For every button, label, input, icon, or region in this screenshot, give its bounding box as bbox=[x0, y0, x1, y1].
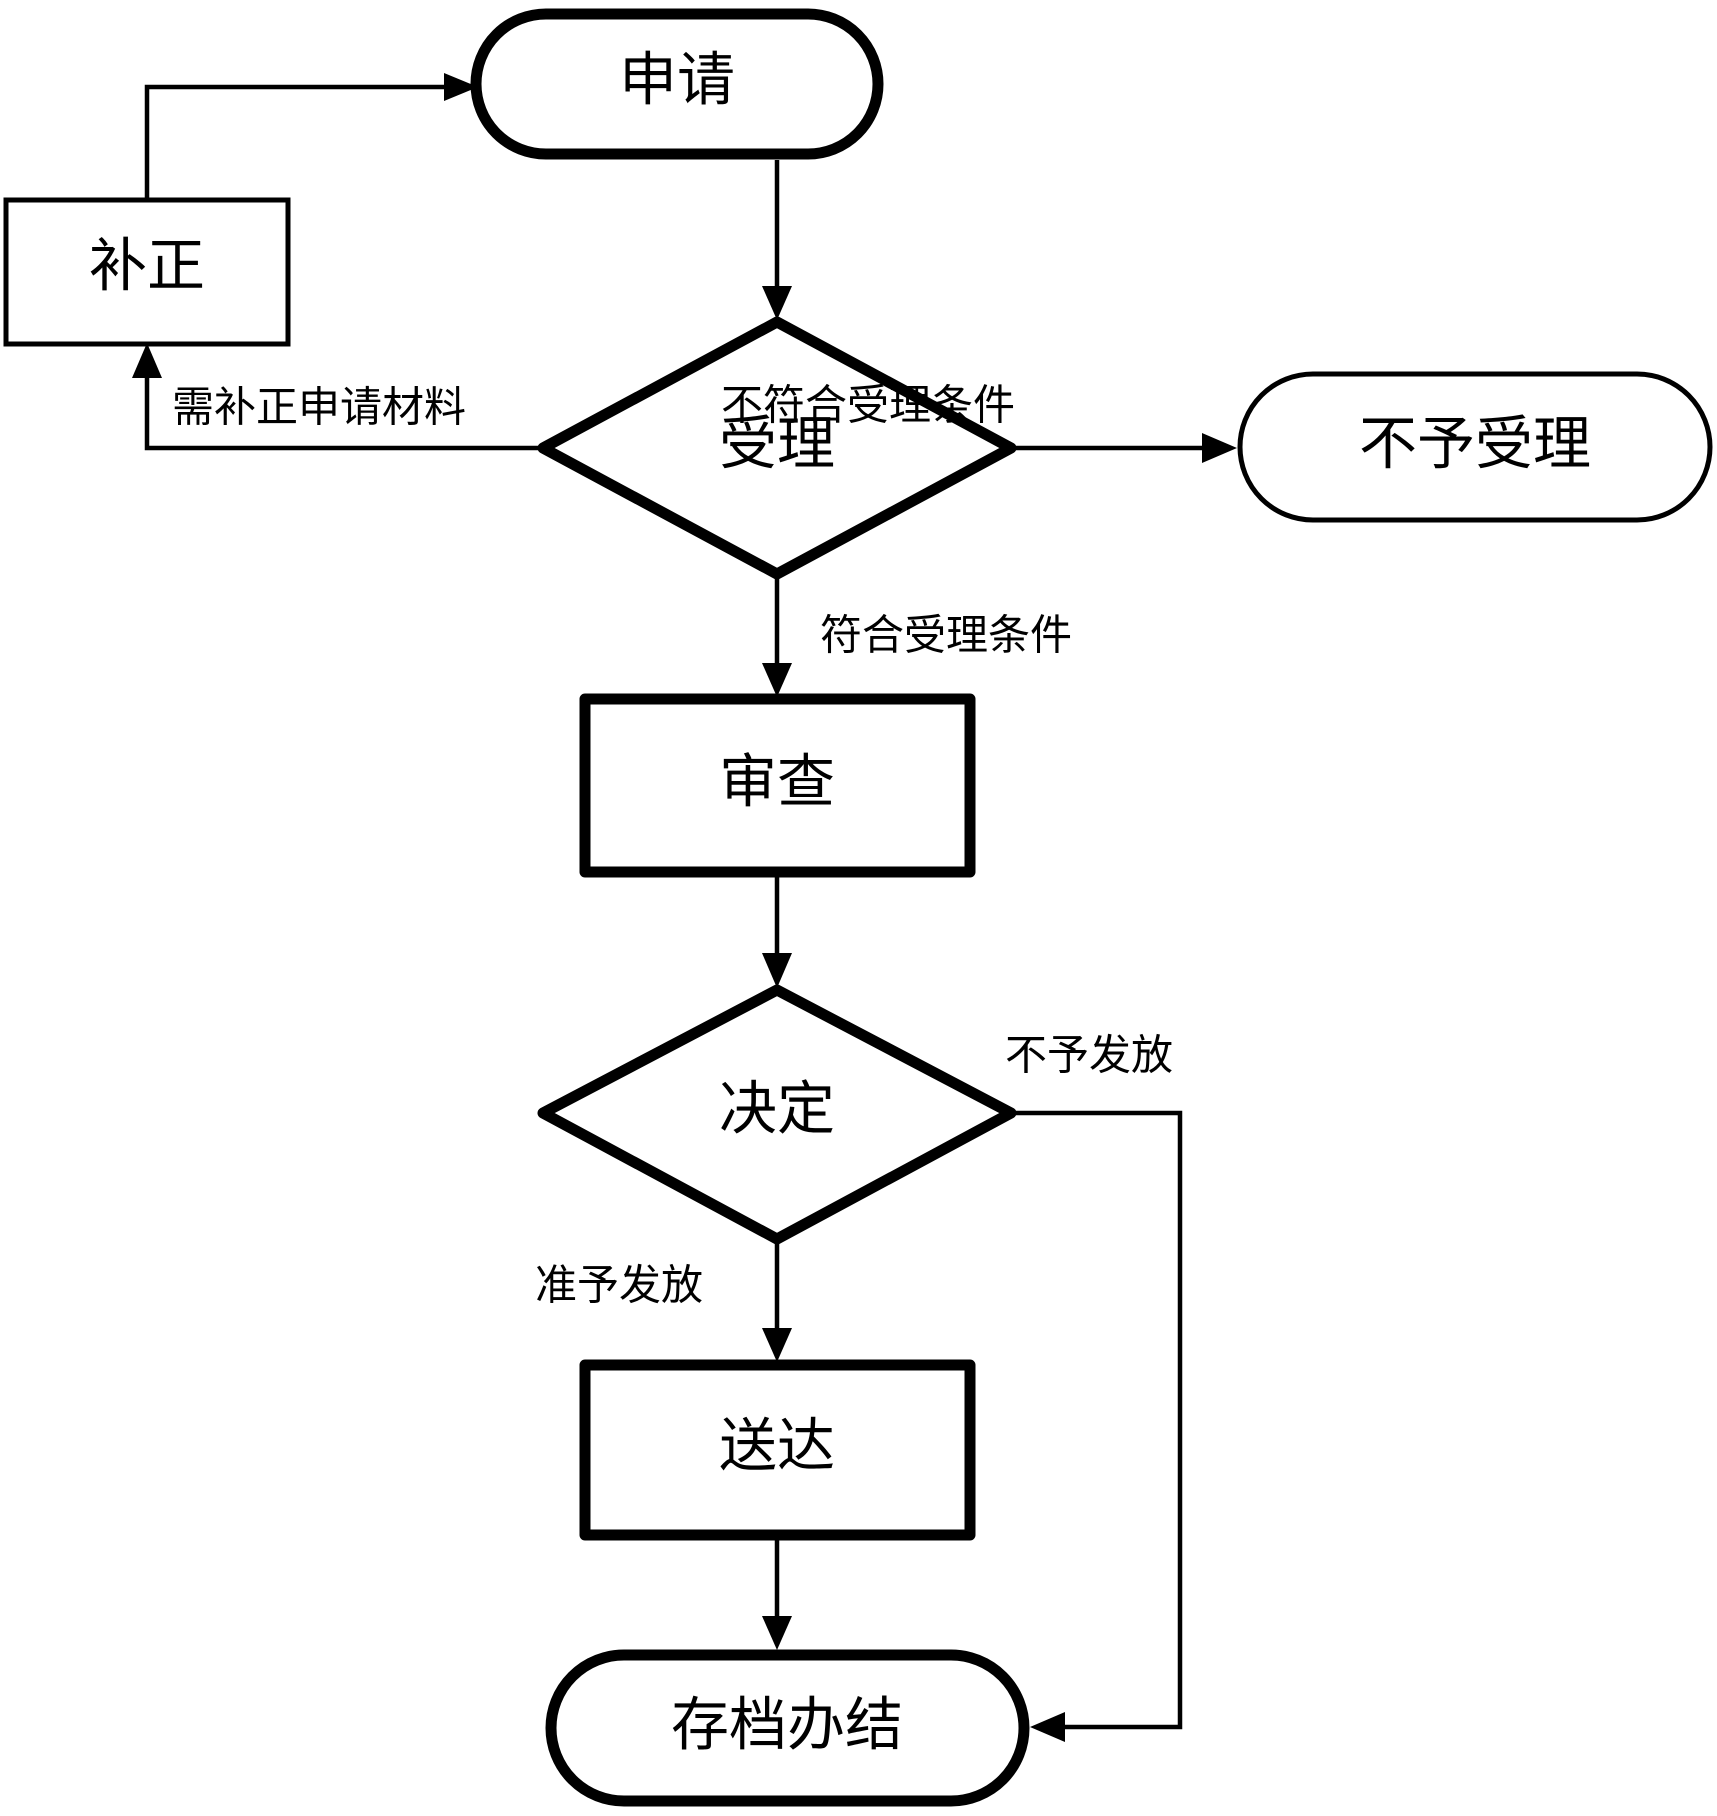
node-reject-label: 不予受理 bbox=[1359, 411, 1591, 476]
edge-deliver-to-archive-arrowhead bbox=[762, 1616, 792, 1650]
node-apply-shape bbox=[470, 8, 884, 160]
node-deliver[interactable]: 送达 bbox=[579, 1359, 976, 1541]
node-supplement[interactable]: 补正 bbox=[3, 197, 291, 347]
node-accept[interactable]: 受理 bbox=[537, 316, 1017, 580]
node-archive-shape bbox=[545, 1649, 1030, 1807]
node-supplement-label: 补正 bbox=[89, 233, 205, 298]
edge-accept-to-supplement bbox=[132, 343, 540, 451]
node-deliver-label: 送达 bbox=[719, 1413, 835, 1478]
node-review[interactable]: 审查 bbox=[579, 693, 976, 878]
node-review-label: 审查 bbox=[719, 749, 835, 814]
edge-accept-to-supplement-line bbox=[144, 370, 540, 451]
edge-label-allow-issue: 准予发放 bbox=[535, 1264, 703, 1310]
edge-decide-to-archive bbox=[1015, 1110, 1183, 1742]
edge-accept-to-reject bbox=[1015, 433, 1237, 463]
edge-accept-to-review bbox=[762, 578, 792, 697]
edge-decide-to-archive-arrowhead bbox=[1030, 1712, 1065, 1742]
edge-decide-to-deliver bbox=[762, 1243, 792, 1362]
node-accept-shape bbox=[537, 316, 1017, 580]
edge-accept-to-supplement-arrowhead bbox=[132, 343, 162, 378]
edge-accept-to-reject-arrowhead bbox=[1202, 433, 1237, 463]
edge-review-to-decide bbox=[762, 875, 792, 988]
node-supplement-shape bbox=[3, 197, 291, 347]
edge-decide-to-deliver-arrowhead bbox=[762, 1328, 792, 1362]
edge-deliver-to-archive bbox=[762, 1538, 792, 1650]
edge-label-not-issue: 不予发放 bbox=[1005, 1034, 1173, 1080]
edge-label-meet-conditions: 符合受理条件 bbox=[820, 614, 1072, 660]
node-accept-label: 受理 bbox=[719, 411, 835, 476]
edge-supplement-to-apply-arrowhead bbox=[444, 73, 478, 101]
node-archive-label: 存档办结 bbox=[671, 1692, 903, 1757]
node-reject[interactable]: 不予受理 bbox=[1237, 371, 1713, 523]
node-reject-shape bbox=[1237, 371, 1713, 523]
node-archive[interactable]: 存档办结 bbox=[545, 1649, 1030, 1807]
edge-apply-to-accept bbox=[762, 160, 792, 320]
edge-label-need-supplement: 需补正申请材料 bbox=[172, 386, 466, 432]
node-apply[interactable]: 申请 bbox=[470, 8, 884, 160]
node-decide-label: 决定 bbox=[719, 1076, 835, 1141]
edge-review-to-decide-arrowhead bbox=[762, 953, 792, 988]
node-apply-label: 申请 bbox=[619, 47, 735, 112]
edge-decide-to-archive-line bbox=[1015, 1110, 1183, 1730]
node-decide-shape bbox=[537, 984, 1017, 1245]
edge-supplement-to-apply bbox=[144, 73, 478, 200]
node-review-shape bbox=[579, 693, 976, 878]
node-deliver-shape bbox=[579, 1359, 976, 1541]
edge-supplement-to-apply-line bbox=[144, 84, 455, 200]
edge-label-not-meet-conditions: 不符合受理条件 bbox=[721, 384, 1015, 430]
edge-accept-to-review-arrowhead bbox=[762, 663, 792, 697]
edge-apply-to-accept-arrowhead bbox=[762, 286, 792, 320]
node-decide[interactable]: 决定 bbox=[537, 984, 1017, 1245]
